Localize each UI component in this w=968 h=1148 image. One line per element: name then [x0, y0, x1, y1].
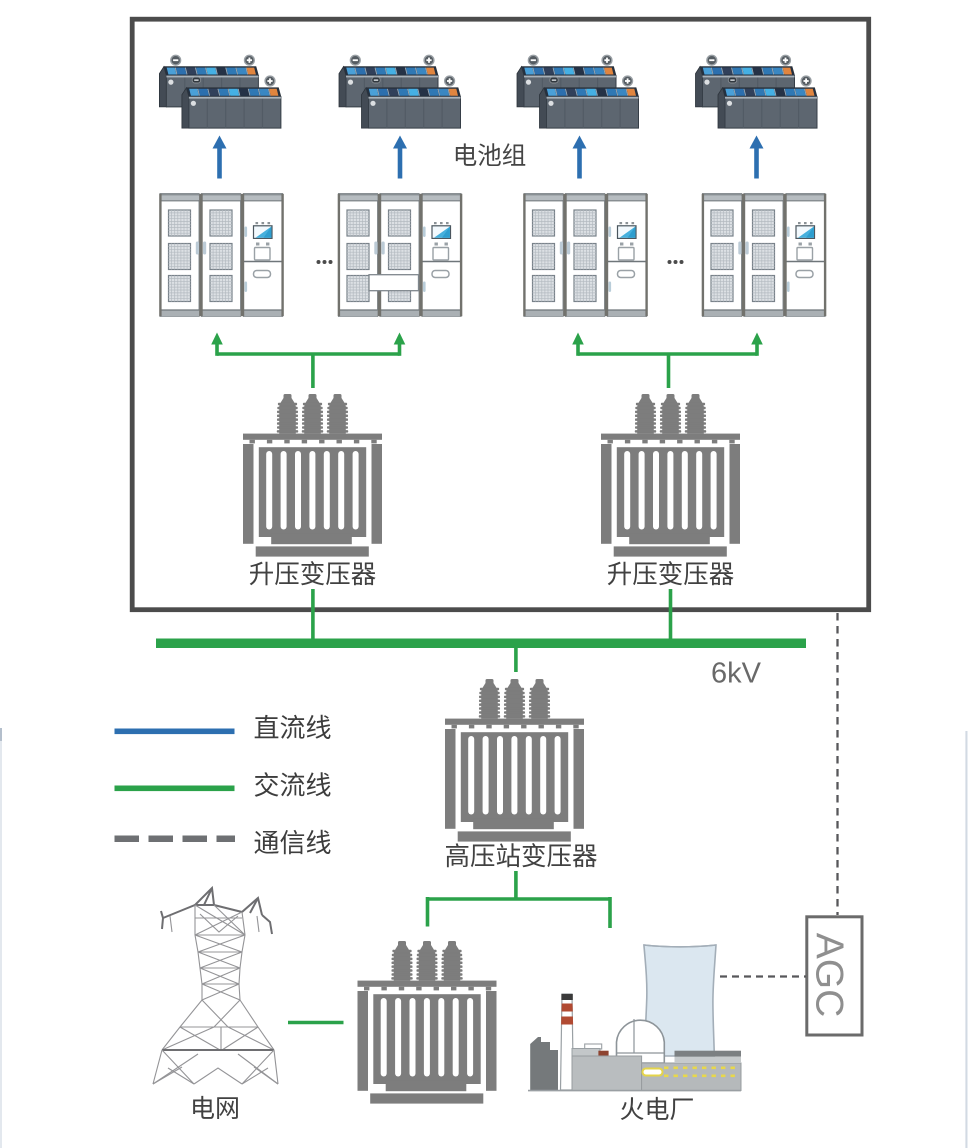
svg-text:高压站变压器: 高压站变压器 [444, 843, 597, 871]
svg-text:AGC: AGC [808, 933, 851, 1018]
svg-text:升压变压器: 升压变压器 [249, 561, 377, 589]
svg-text:交流线: 交流线 [254, 771, 332, 801]
svg-text:电池组: 电池组 [453, 142, 527, 170]
svg-text:通信线: 通信线 [254, 828, 332, 858]
svg-text:直流线: 直流线 [254, 713, 332, 743]
svg-text:电网: 电网 [190, 1095, 240, 1123]
svg-text:6kV: 6kV [711, 658, 762, 690]
svg-text:升压变压器: 升压变压器 [607, 561, 735, 589]
svg-text:火电厂: 火电厂 [619, 1096, 694, 1124]
